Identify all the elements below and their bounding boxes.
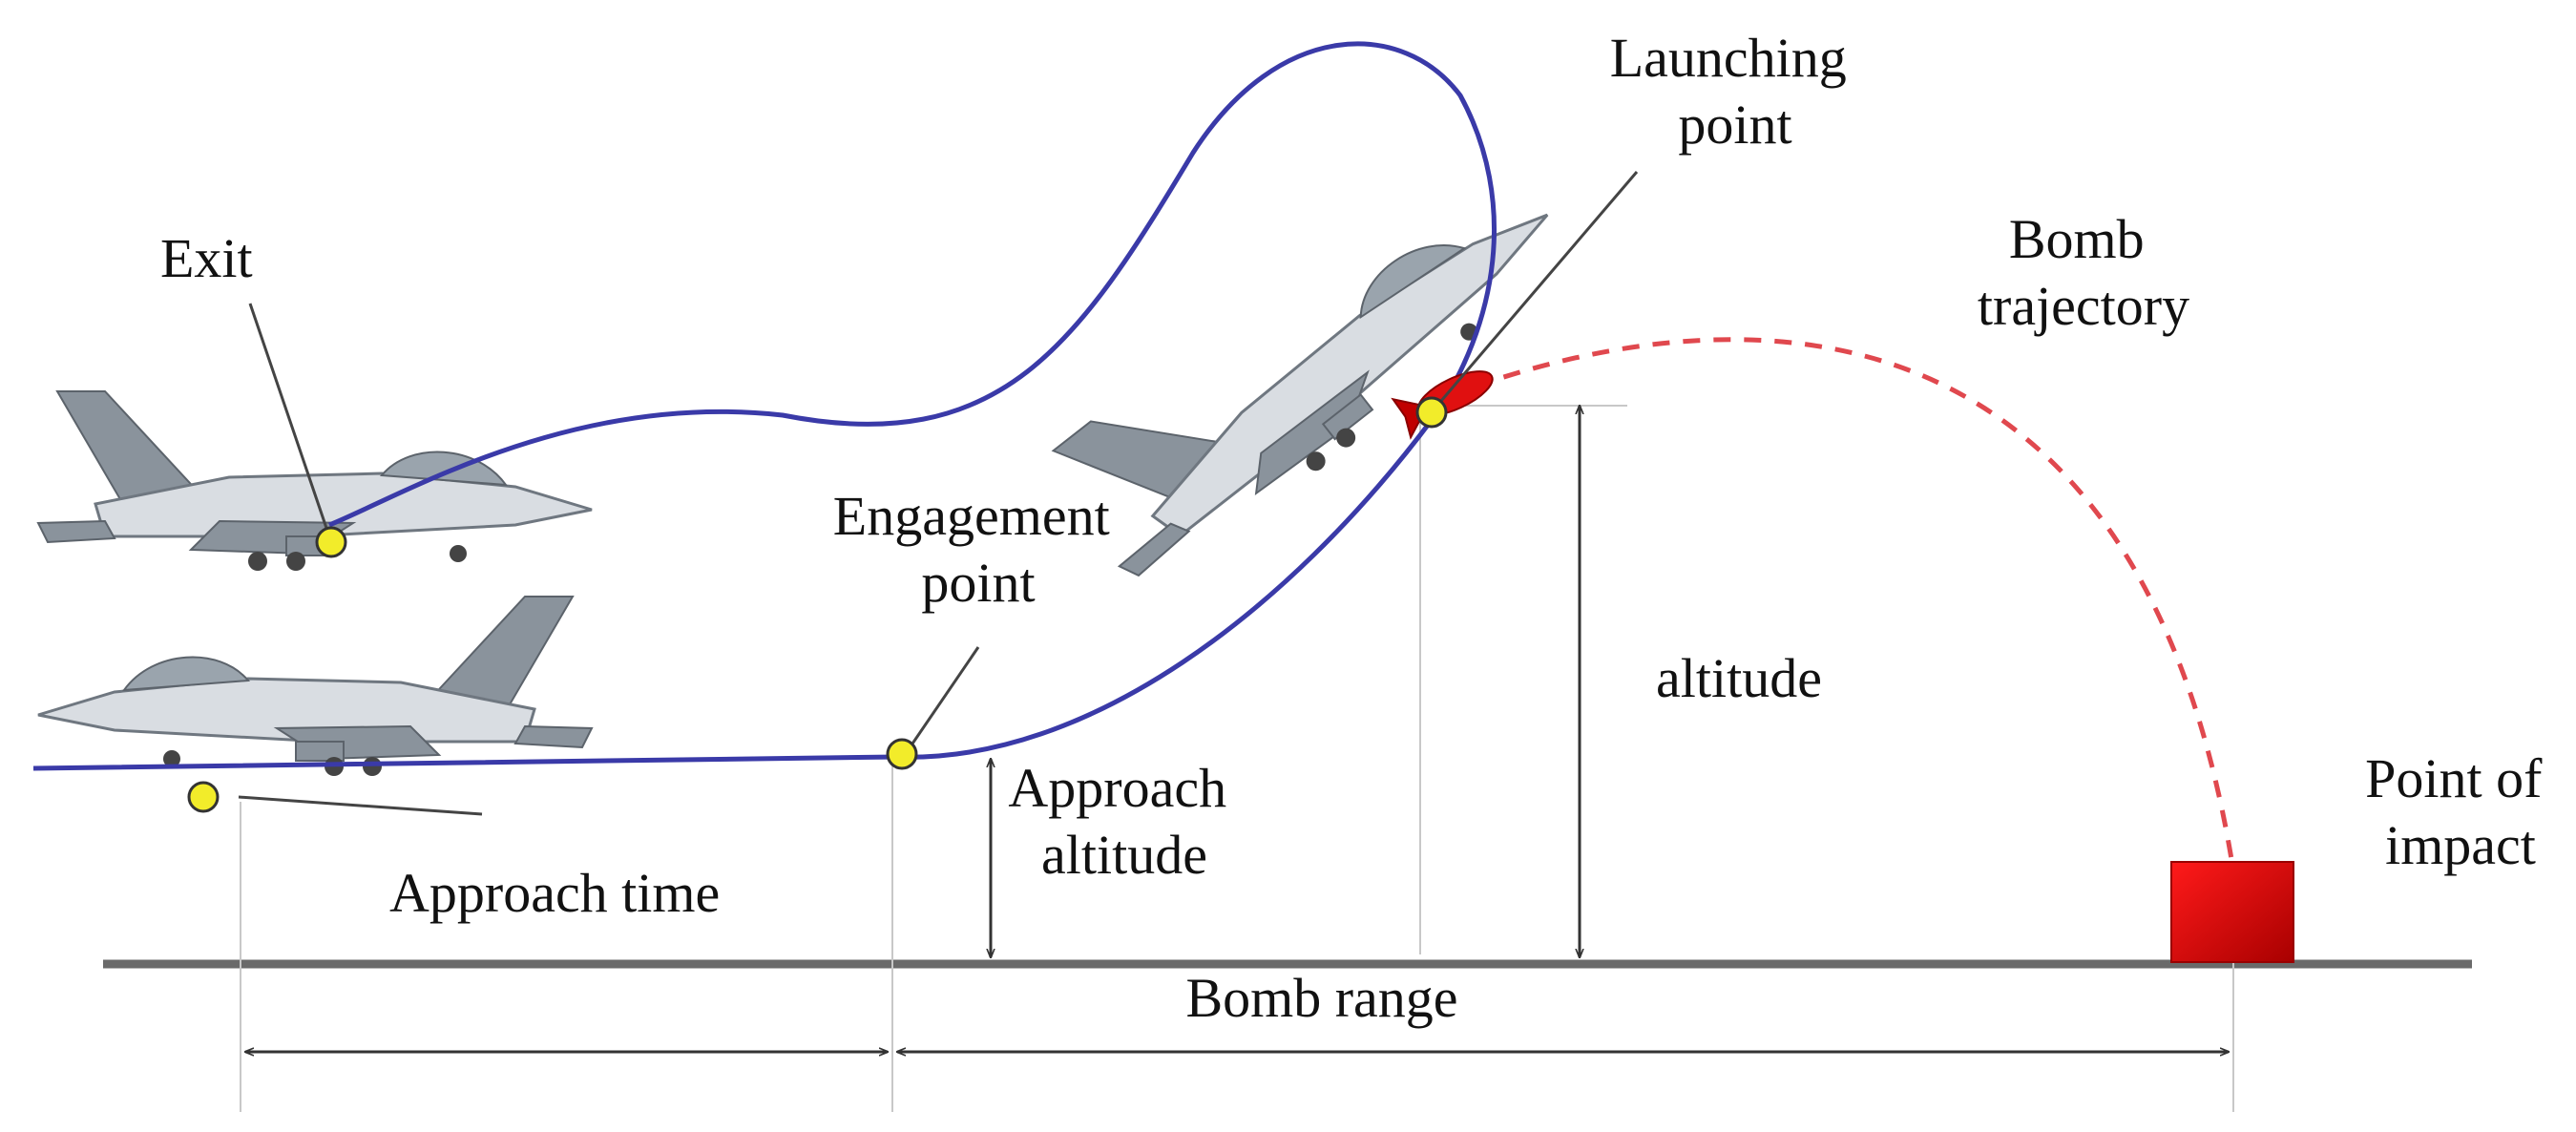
approach-start-point	[187, 781, 220, 813]
bomb-trajectory-curve	[1474, 337, 2234, 860]
exit-label: Exit	[160, 227, 253, 289]
approach-altitude-label-line2: altitude	[1041, 824, 1207, 886]
point-of-impact-label-line2: impact	[2385, 814, 2536, 876]
engagement-point	[886, 738, 918, 770]
target-box-icon	[2170, 861, 2294, 963]
bomb-trajectory-label-line2: trajectory	[1978, 275, 2189, 337]
point-of-impact-label: Point of impact	[2365, 747, 2556, 876]
engagement-label-line1: Engagement	[833, 485, 1110, 547]
exit-leader-line	[248, 303, 331, 537]
point-of-impact-label-line1: Point of	[2365, 747, 2543, 809]
bomb-range-label: Bomb range	[1185, 967, 1457, 1029]
approach-altitude-label: Approach altitude	[1008, 757, 1240, 886]
approach-start-leader-line	[238, 795, 483, 816]
exit-point	[315, 526, 347, 558]
altitude-label: altitude	[1656, 647, 1822, 709]
launching-leader-line	[1439, 171, 1639, 402]
engagement-leader-line	[907, 646, 980, 750]
approach-time-label: Approach time	[389, 862, 720, 924]
engagement-label: Engagement point	[833, 485, 1123, 614]
launching-point	[1415, 396, 1448, 429]
launching-label: Launching point	[1610, 27, 1861, 156]
launching-label-line1: Launching	[1610, 27, 1847, 89]
fighter-jet-icon	[36, 595, 594, 778]
flight-path-curve	[32, 41, 1497, 771]
fighter-jet-icon	[36, 389, 594, 573]
bomb-trajectory-label-line1: Bomb	[2009, 208, 2145, 270]
approach-altitude-label-line1: Approach	[1008, 757, 1226, 819]
bomb-trajectory-label: Bomb trajectory	[1978, 208, 2189, 337]
engagement-label-line2: point	[921, 552, 1035, 614]
bomb-icon	[1391, 370, 1494, 440]
launching-label-line2: point	[1678, 94, 1791, 156]
